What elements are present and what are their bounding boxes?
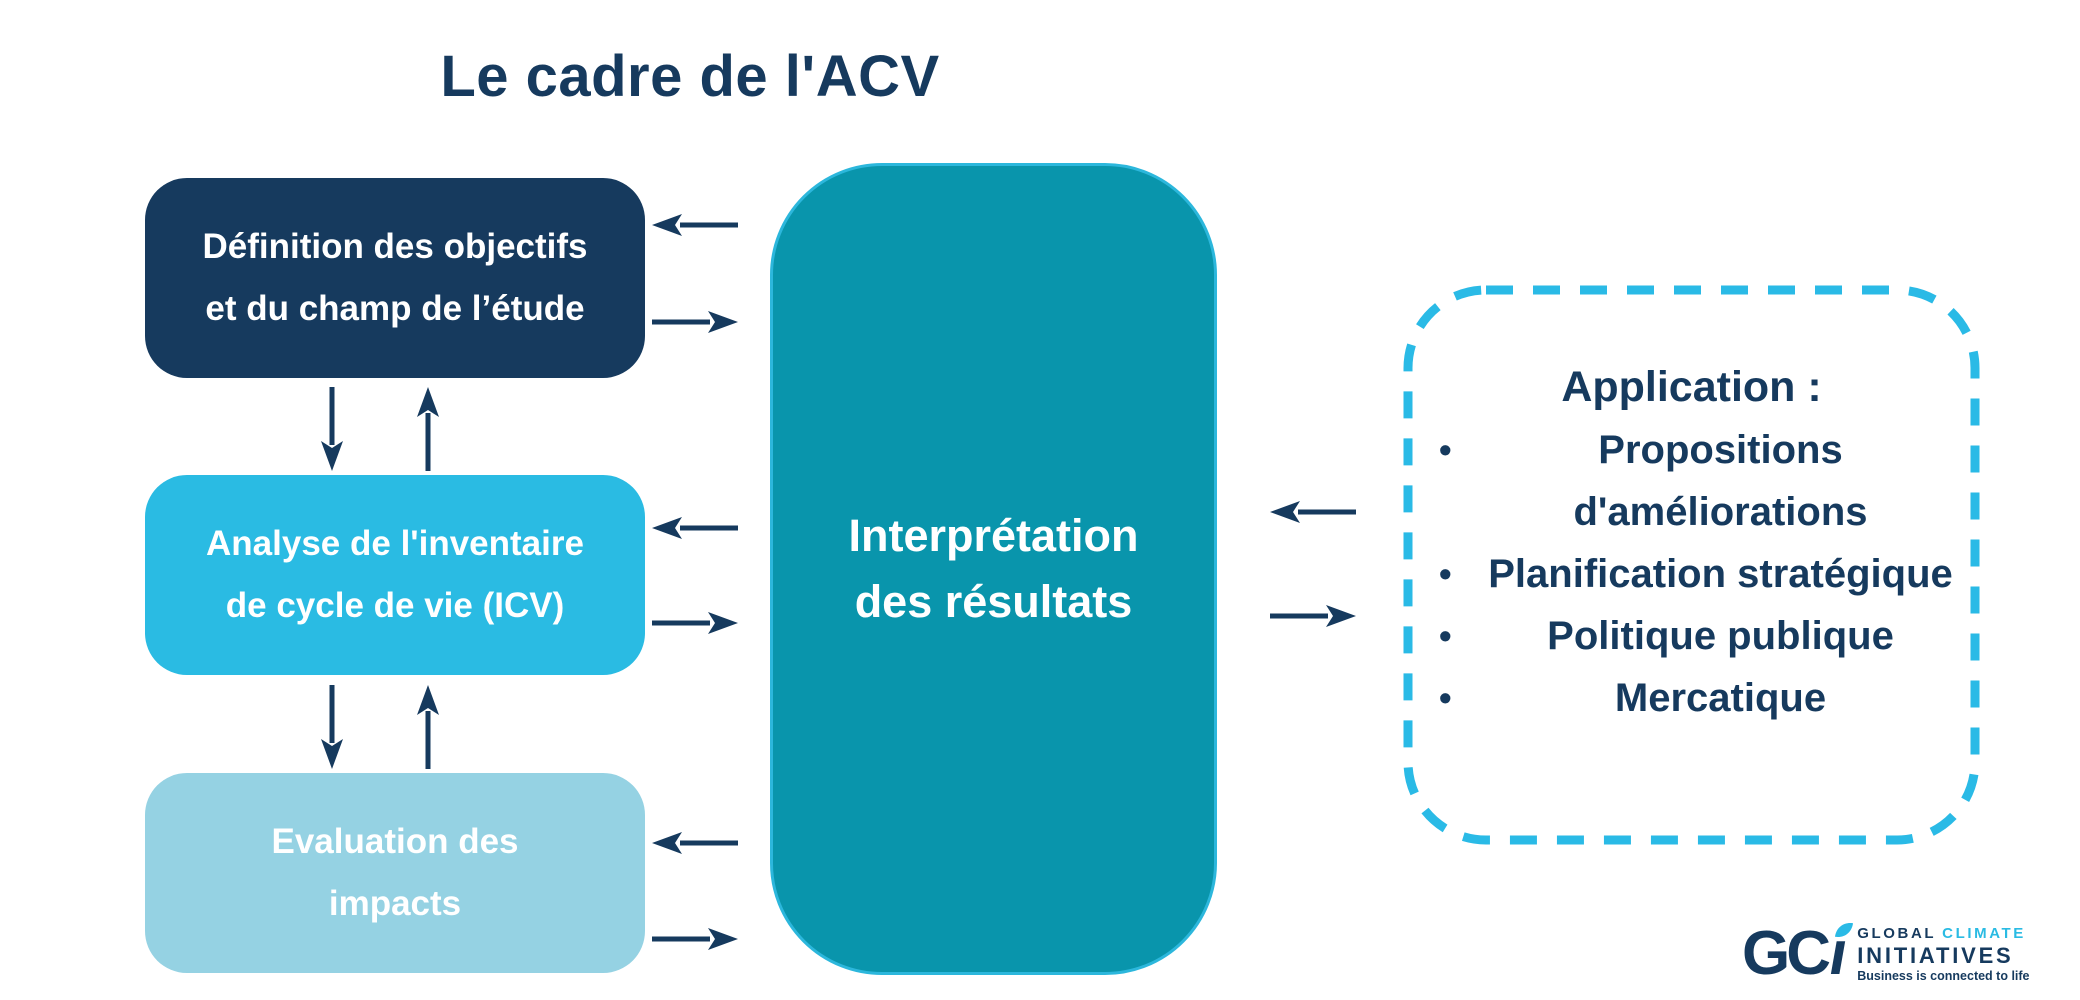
application-box: Application : • Propositions d'améliorat… — [1403, 285, 1980, 845]
stage-box-inventory-analysis: Analyse de l'inventaire de cycle de vie … — [145, 475, 645, 675]
application-list-item: • Politique publique — [1439, 605, 1962, 667]
application-item-text: Planification stratégique — [1488, 552, 1953, 596]
arrow-right-inventaire-to-interpretation — [652, 612, 738, 634]
gci-tagline: Business is connected to life — [1857, 969, 2030, 983]
application-content: Application : • Propositions d'améliorat… — [1403, 285, 1980, 845]
stage-definition-line-2: et du champ de l’étude — [205, 289, 585, 328]
bullet-icon: • — [1439, 553, 1452, 594]
arrow-right-interpretation-to-application — [1270, 605, 1356, 627]
stage-impacts-line-1: Evaluation des — [271, 822, 519, 861]
gci-monogram-letters: GC — [1742, 919, 1831, 988]
arrow-left-application-to-interpretation — [1270, 501, 1356, 523]
arrow-down-definition-to-inventaire — [321, 387, 343, 471]
application-list-item: • Propositions d'améliorations — [1439, 419, 1962, 543]
interpretation-line-1: Interprétation — [848, 510, 1139, 561]
gci-wordmark-line1: GLOBAL CLIMATE — [1857, 924, 2029, 943]
stage-box-impact-assessment: Evaluation des impacts — [145, 773, 645, 973]
application-item-text: Politique publique — [1547, 614, 1894, 658]
arrow-left-interpretation-to-definition — [652, 214, 738, 236]
application-list-item: • Mercatique — [1439, 667, 1962, 729]
bullet-icon: • — [1439, 677, 1452, 718]
arrow-up-inventaire-to-definition — [417, 387, 439, 471]
gci-climate-text: CLIMATE — [1942, 925, 2026, 942]
bullet-icon: • — [1439, 615, 1452, 656]
arrow-right-impacts-to-interpretation — [652, 928, 738, 950]
stage-box-definition: Définition des objectifs et du champ de … — [145, 178, 645, 378]
stage-inventaire-line-1: Analyse de l'inventaire — [206, 524, 584, 563]
application-list-item: • Planification stratégique — [1439, 543, 1962, 605]
arrow-up-impacts-to-inventaire — [417, 685, 439, 769]
gci-initiatives-text: INITIATIVES — [1857, 943, 2014, 968]
stage-definition-line-1: Définition des objectifs — [202, 227, 588, 266]
arrow-left-interpretation-to-inventaire — [652, 517, 738, 539]
application-item-text: Propositions d'améliorations — [1573, 428, 1868, 534]
arrow-right-definition-to-interpretation — [652, 311, 738, 333]
gci-wordmark: GLOBAL CLIMATE INITIATIVES Business is co… — [1857, 924, 2029, 984]
interpretation-line-2: des résultats — [854, 576, 1133, 627]
gci-global-text: GLOBAL — [1857, 925, 1937, 942]
page-title: Le cadre de l'ACV — [440, 44, 940, 109]
interpretation-box: Interprétation des résultats — [770, 163, 1217, 975]
arrow-down-inventaire-to-impacts — [321, 685, 343, 769]
application-dashed-border — [1403, 285, 1980, 845]
stage-inventaire-line-2: de cycle de vie (ICV) — [225, 586, 565, 625]
application-title: Application : — [1561, 363, 1822, 411]
leaf-icon — [1835, 923, 1854, 937]
stage-impacts-line-2: impacts — [328, 884, 462, 923]
application-list: • Propositions d'améliorations • Planifi… — [1413, 419, 1970, 729]
application-item-text: Mercatique — [1614, 676, 1827, 720]
bullet-icon: • — [1439, 429, 1452, 470]
arrow-left-interpretation-to-impacts — [652, 832, 738, 854]
